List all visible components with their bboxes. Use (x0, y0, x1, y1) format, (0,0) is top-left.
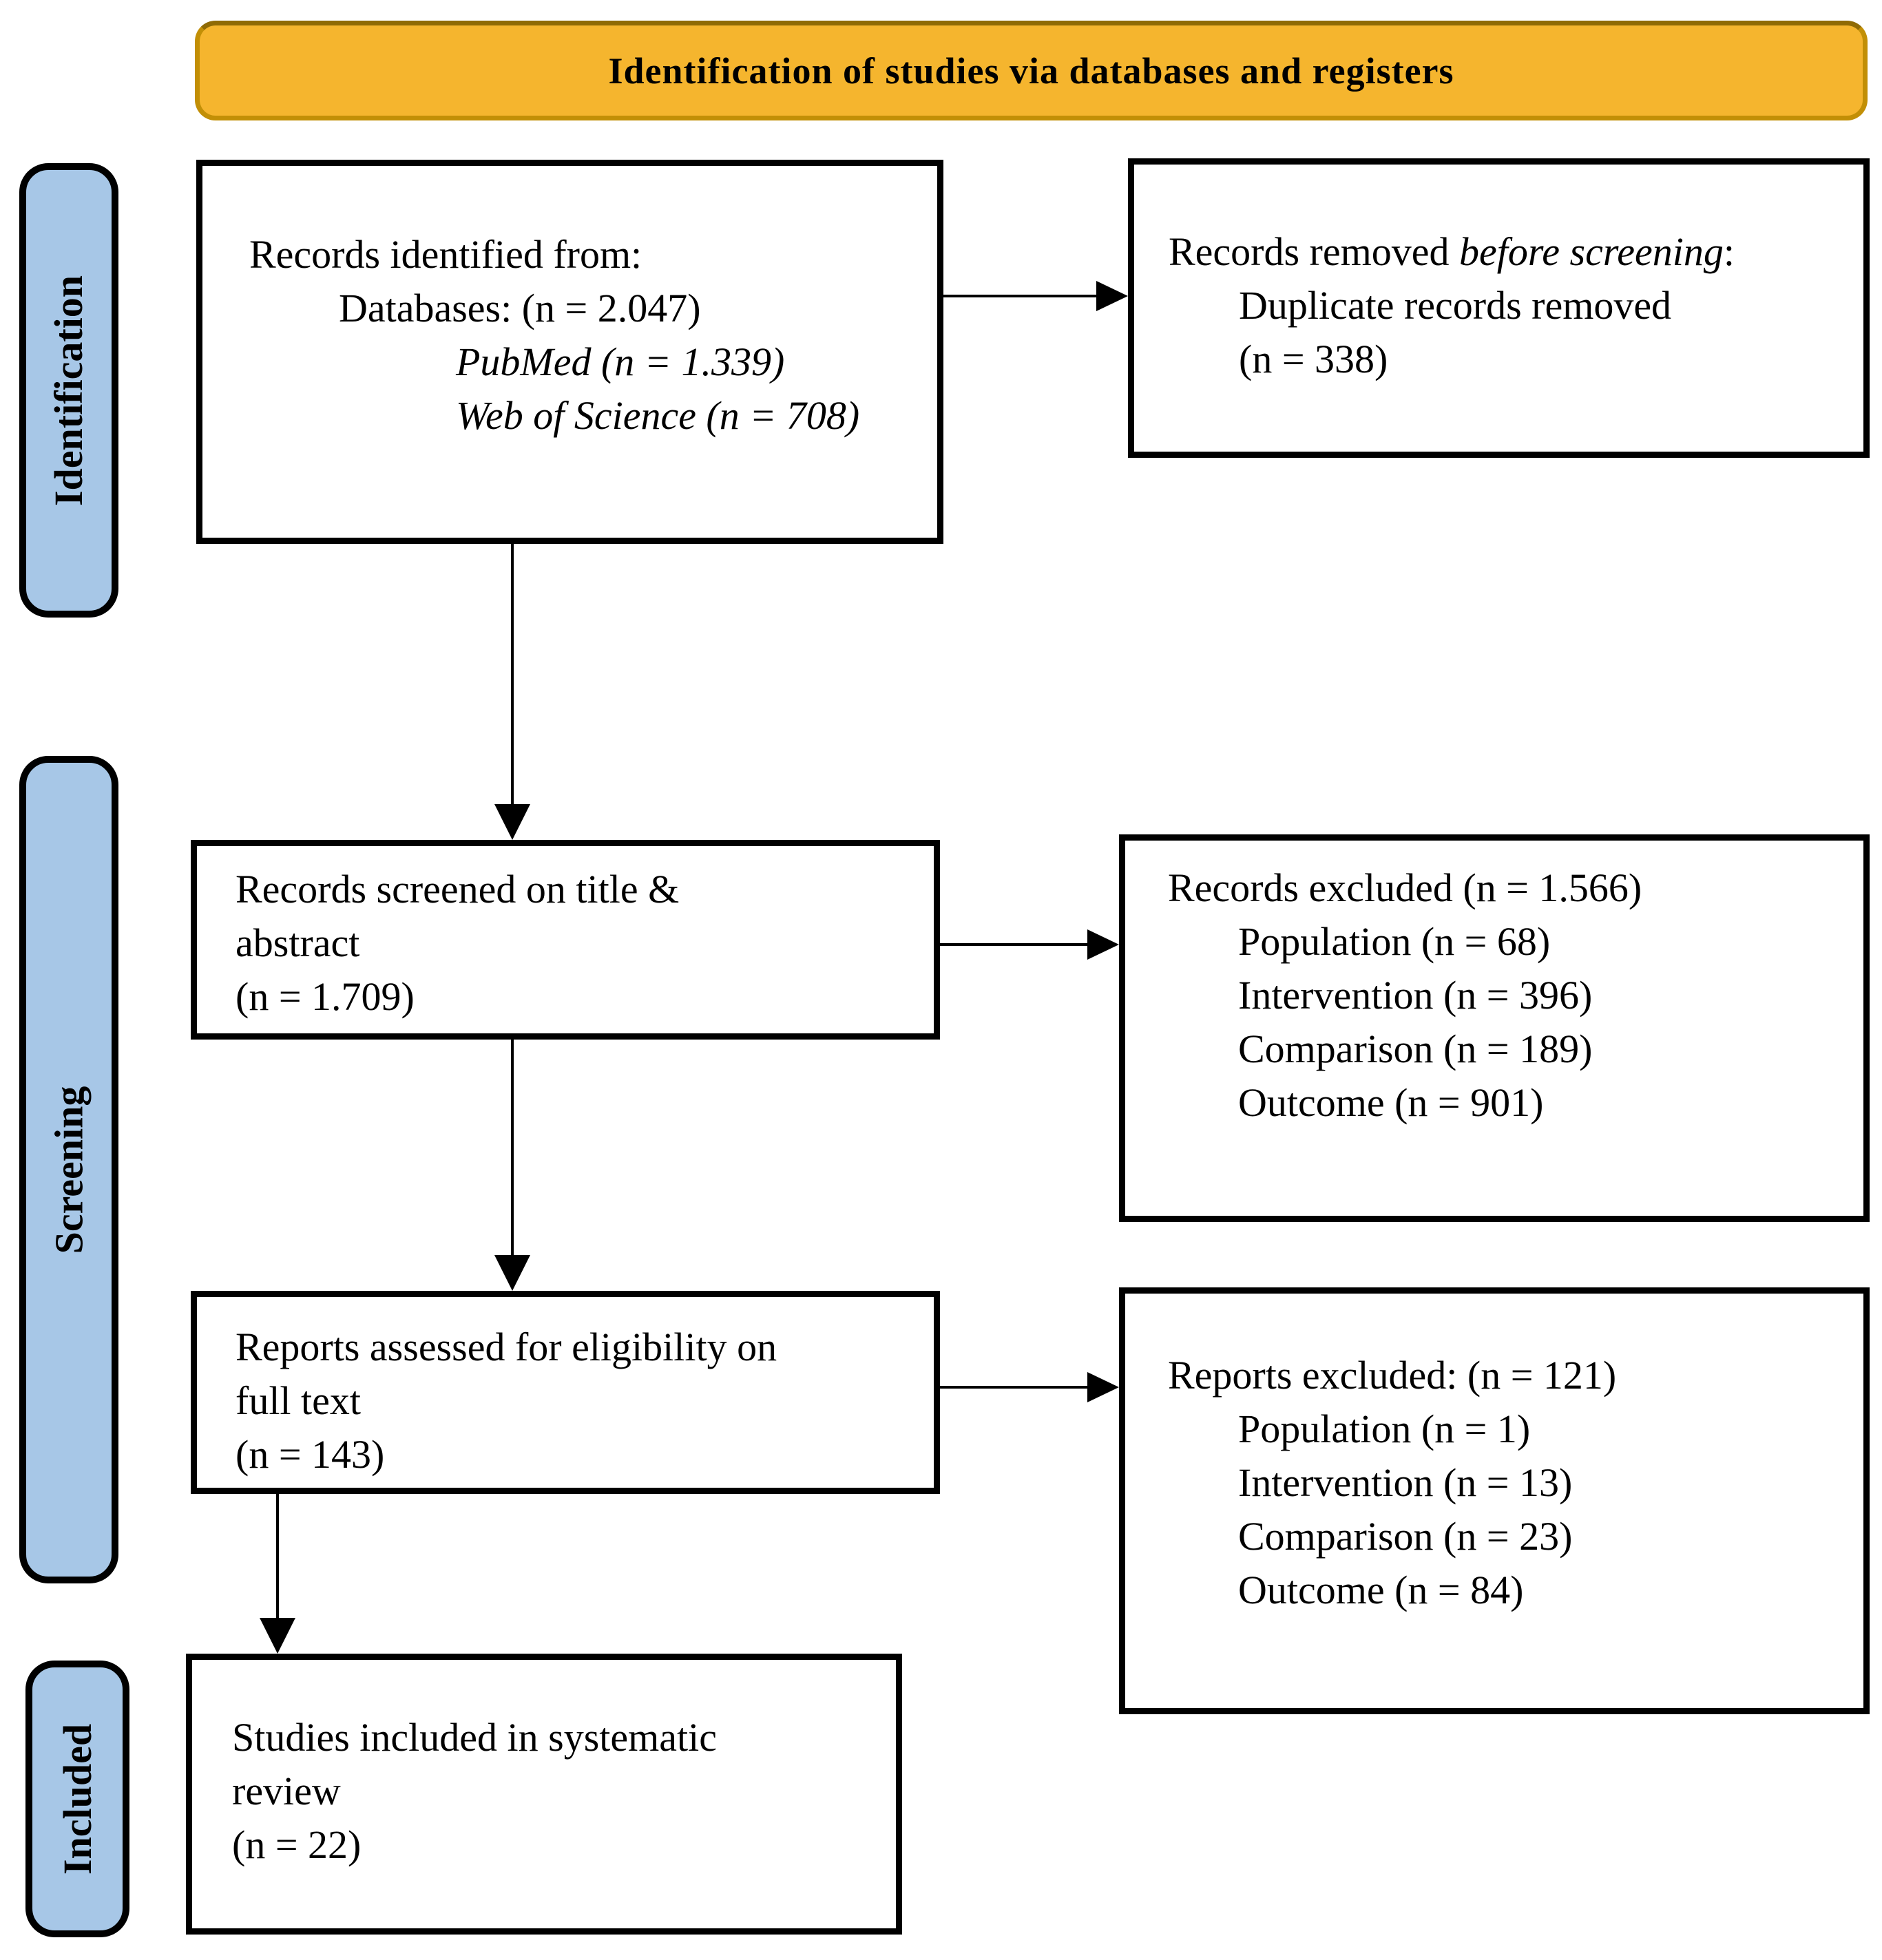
arrow-shaft (276, 1494, 279, 1619)
records-removed-italic: before screening (1458, 229, 1724, 274)
box-studies-included: Studies included in systematic review (n… (186, 1654, 902, 1935)
stage-label-included: Included (25, 1661, 129, 1937)
banner-title: Identification of studies via databases … (608, 50, 1454, 92)
box-reports-assessed-line: Reports assessed for eligibility on (236, 1325, 777, 1369)
box-records-identified-line: Databases: (n = 2.047) (339, 286, 701, 330)
box-studies-included-line: (n = 22) (232, 1822, 362, 1867)
arrow-head (1096, 281, 1128, 311)
box-records-removed-line: (n = 338) (1239, 337, 1388, 381)
box-records-excluded-line: Outcome (n = 901) (1238, 1080, 1544, 1125)
box-records-identified-line: Records identified from: (249, 232, 642, 277)
box-studies-included-line: review (232, 1769, 341, 1813)
arrow-head (1087, 1372, 1119, 1402)
box-records-identified: Records identified from: Databases: (n =… (196, 160, 943, 544)
stage-label-included-text: Included (55, 1723, 101, 1875)
box-records-screened-line: (n = 1.709) (236, 974, 415, 1019)
box-records-screened-line: abstract (236, 920, 360, 965)
box-records-excluded-line: Population (n = 68) (1238, 919, 1551, 964)
box-reports-excluded: Reports excluded: (n = 121) Population (… (1119, 1287, 1870, 1714)
arrow-head (260, 1618, 295, 1654)
box-reports-assessed: Reports assessed for eligibility on full… (191, 1291, 940, 1494)
arrow-shaft (940, 1386, 1090, 1389)
box-reports-excluded-line: Population (n = 1) (1238, 1406, 1531, 1451)
box-records-excluded: Records excluded (n = 1.566) Population … (1119, 834, 1870, 1222)
arrow-shaft (943, 295, 1100, 297)
box-records-removed-line: Duplicate records removed (1239, 283, 1672, 328)
box-records-identified-line: PubMed (n = 1.339) (456, 339, 785, 384)
records-removed-suffix: : (1723, 229, 1735, 274)
box-records-screened-line: Records screened on title & (236, 867, 680, 911)
box-records-excluded-line: Comparison (n = 189) (1238, 1026, 1593, 1071)
arrow-shaft (511, 1040, 514, 1256)
box-reports-assessed-line: full text (236, 1378, 362, 1423)
box-records-removed-before-screening: Records removed before screening: Duplic… (1128, 158, 1870, 458)
box-records-screened: Records screened on title & abstract (n … (191, 840, 940, 1040)
arrow-head (1087, 929, 1119, 960)
box-studies-included-line: Studies included in systematic (232, 1715, 717, 1760)
stage-label-identification: Identification (19, 163, 118, 618)
records-removed-prefix: Records removed (1169, 229, 1459, 274)
stage-label-screening-text: Screening (46, 1086, 92, 1254)
box-records-excluded-line: Records excluded (n = 1.566) (1168, 865, 1642, 910)
banner-identification-via-databases: Identification of studies via databases … (195, 21, 1868, 120)
stage-label-identification-text: Identification (46, 275, 92, 506)
arrow-shaft (940, 943, 1090, 946)
stage-label-screening: Screening (19, 756, 118, 1583)
arrow-head (494, 1255, 530, 1291)
box-records-excluded-line: Intervention (n = 396) (1238, 973, 1593, 1018)
arrow-shaft (511, 544, 514, 807)
box-reports-excluded-line: Comparison (n = 23) (1238, 1514, 1573, 1559)
box-reports-assessed-line: (n = 143) (236, 1432, 385, 1477)
box-reports-excluded-line: Reports excluded: (n = 121) (1168, 1353, 1617, 1398)
box-records-identified-line: Web of Science (n = 708) (456, 393, 860, 438)
box-reports-excluded-line: Intervention (n = 13) (1238, 1460, 1573, 1505)
arrow-head (494, 804, 530, 840)
box-reports-excluded-line: Outcome (n = 84) (1238, 1568, 1524, 1612)
box-records-removed-line: Records removed before screening: (1169, 225, 1850, 279)
